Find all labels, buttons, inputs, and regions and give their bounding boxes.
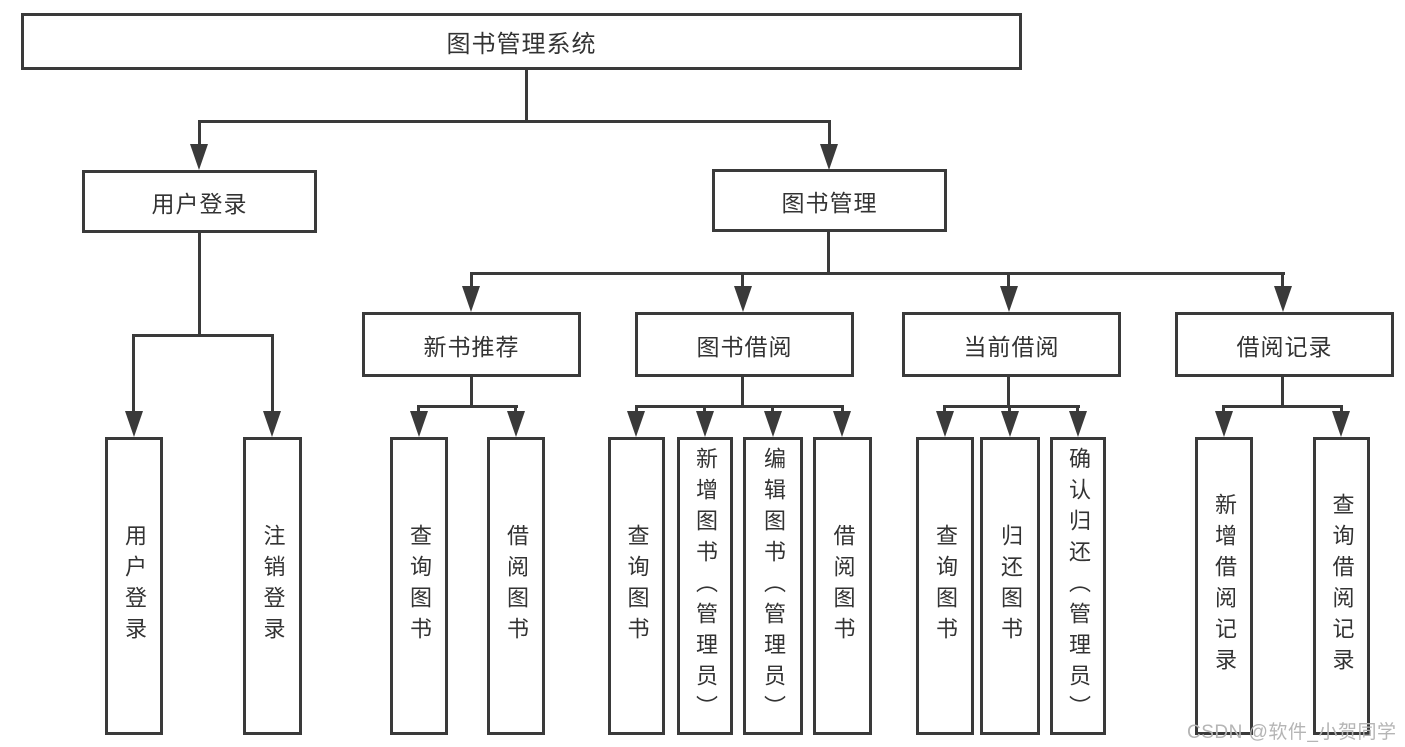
arrow-to-add-borrow-record (1215, 411, 1233, 437)
shaft-borrow-books-2 (841, 405, 844, 415)
connector-borrowing-records-branch (1222, 405, 1343, 408)
arrow-to-return-books (1001, 411, 1019, 437)
shaft-edit-book (771, 405, 774, 415)
connector-new-book-stem (470, 377, 473, 408)
arrow-to-query-books-2 (627, 411, 645, 437)
csdn-watermark: CSDN @软件_小贺同学 (1187, 722, 1397, 743)
shaft-borrow-books-1 (514, 405, 517, 415)
connector-root-stem (525, 69, 528, 123)
arrow-to-user-login (190, 144, 208, 170)
leaf-confirm-return-admin: 确认归还（管理员） (1050, 437, 1106, 735)
shaft-query-books-2 (635, 405, 638, 415)
connector-to-book-borrowing-shaft (741, 272, 744, 290)
leaf-user-login: 用户登录 (105, 437, 163, 735)
connector-book-management-stem (827, 232, 830, 275)
leaf-add-book-admin-label: 新增图书（管理员） (693, 446, 718, 726)
arrow-to-add-book (696, 411, 714, 437)
leaf-logout: 注销登录 (243, 437, 302, 735)
arrow-to-query-books-1 (410, 411, 428, 437)
connector-current-borrowing-stem (1007, 377, 1010, 408)
connector-to-current-borrowing-shaft (1007, 272, 1010, 290)
leaf-borrow-books-1-label: 借阅图书 (504, 524, 529, 648)
leaf-query-books-2: 查询图书 (608, 437, 665, 735)
connector-to-new-book-shaft (470, 272, 473, 290)
arrow-to-query-borrow-record (1332, 411, 1350, 437)
arrow-to-borrowing-records (1274, 286, 1292, 312)
leaf-query-books-2-label: 查询图书 (624, 524, 650, 648)
arrow-to-current-borrowing (1000, 286, 1018, 312)
shaft-confirm-return (1076, 405, 1079, 415)
arrow-to-edit-book (764, 411, 782, 437)
arrow-to-leaf-user-login (125, 411, 143, 437)
node-borrowing-records: 借阅记录 (1175, 312, 1394, 377)
shaft-add-borrow-record (1222, 405, 1225, 415)
leaf-query-books-1-label: 查询图书 (407, 524, 432, 648)
leaf-edit-book-admin-label: 编辑图书（管理员） (761, 446, 786, 726)
node-user-login: 用户登录 (82, 170, 317, 233)
leaf-query-books-3: 查询图书 (916, 437, 974, 735)
leaf-borrow-books-2: 借阅图书 (813, 437, 872, 735)
connector-book-management-branch (470, 272, 1285, 275)
leaf-logout-label: 注销登录 (260, 524, 286, 648)
leaf-query-borrow-record: 查询借阅记录 (1313, 437, 1370, 735)
leaf-query-books-3-label: 查询图书 (933, 524, 958, 648)
leaf-borrow-books-2-label: 借阅图书 (830, 524, 856, 648)
arrow-to-book-management (820, 144, 838, 170)
leaf-edit-book-admin: 编辑图书（管理员） (743, 437, 803, 735)
arrow-to-borrow-books-1 (507, 411, 525, 437)
node-current-borrowing: 当前借阅 (902, 312, 1121, 377)
shaft-add-book (703, 405, 706, 415)
node-book-borrowing: 图书借阅 (635, 312, 854, 377)
arrow-to-new-book-recommendation (462, 286, 480, 312)
leaf-confirm-return-admin-label: 确认归还（管理员） (1066, 446, 1091, 726)
shaft-query-borrow-record (1340, 405, 1343, 415)
connector-user-login-stem (198, 233, 201, 336)
connector-to-leaf-logout-shaft (271, 334, 274, 414)
leaf-return-books-label: 归还图书 (998, 524, 1023, 648)
connector-new-book-branch (417, 405, 518, 408)
connector-to-borrowing-records-shaft (1281, 272, 1284, 290)
connector-user-login-branch (132, 334, 273, 337)
leaf-user-login-label: 用户登录 (122, 524, 147, 648)
shaft-query-books-3 (943, 405, 946, 415)
leaf-add-book-admin: 新增图书（管理员） (677, 437, 733, 735)
leaf-borrow-books-1: 借阅图书 (487, 437, 545, 735)
arrow-to-confirm-return (1069, 411, 1087, 437)
connector-root-branch (198, 120, 831, 123)
leaf-query-books-1: 查询图书 (390, 437, 448, 735)
arrow-to-borrow-books-2 (833, 411, 851, 437)
node-book-management-system: 图书管理系统 (21, 13, 1022, 70)
leaf-query-borrow-record-label: 查询借阅记录 (1329, 493, 1355, 679)
leaf-return-books: 归还图书 (980, 437, 1040, 735)
connector-root-to-user-login-shaft (198, 120, 201, 148)
connector-root-to-book-management-shaft (828, 120, 831, 148)
arrow-to-leaf-logout (263, 411, 281, 437)
connector-to-leaf-user-login-shaft (132, 334, 135, 414)
connector-book-borrowing-stem (741, 377, 744, 408)
leaf-add-borrow-record-label: 新增借阅记录 (1212, 493, 1237, 679)
node-new-book-recommendation: 新书推荐 (362, 312, 581, 377)
leaf-add-borrow-record: 新增借阅记录 (1195, 437, 1253, 735)
connector-current-borrowing-branch (943, 405, 1080, 408)
node-book-management: 图书管理 (712, 169, 947, 232)
connector-book-borrowing-branch (635, 405, 844, 408)
arrow-to-query-books-3 (936, 411, 954, 437)
connector-borrowing-records-stem (1281, 377, 1284, 408)
shaft-return-books (1008, 405, 1011, 415)
shaft-query-books-1 (417, 405, 420, 415)
arrow-to-book-borrowing (734, 286, 752, 312)
